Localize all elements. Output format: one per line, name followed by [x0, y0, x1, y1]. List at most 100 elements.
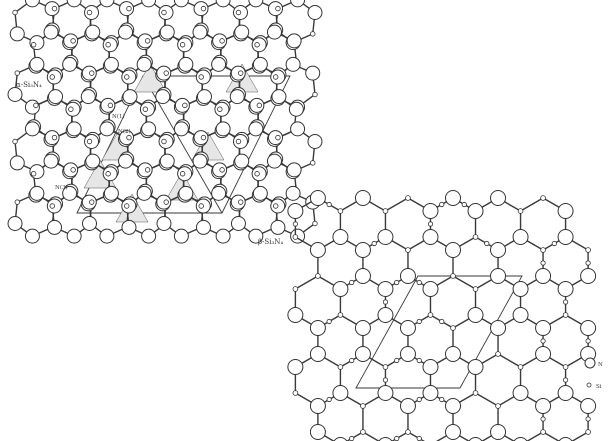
beta-n-atom: [512, 281, 529, 297]
beta-structure-label: β-Si₃N₄: [258, 238, 283, 246]
alpha-si-atom: [144, 38, 151, 44]
legend-n-atom-symbol: [584, 357, 596, 369]
beta-n-atom: [399, 346, 416, 362]
alpha-n-atom: [211, 56, 227, 72]
alpha-n-atom: [66, 121, 82, 137]
alpha-si-atom: [198, 203, 204, 209]
alpha-si-atom: [12, 138, 18, 145]
beta-n-atom: [557, 203, 574, 219]
beta-n-atom: [512, 385, 529, 401]
alpha-si-atom: [86, 138, 93, 145]
beta-n-atom: [557, 281, 574, 297]
alpha-n-atom: [7, 86, 23, 102]
alpha-n-atom: [288, 101, 304, 117]
alpha-n-atom: [252, 185, 268, 201]
alpha-si-atom: [107, 102, 114, 109]
beta-si-atom: [540, 338, 546, 344]
beta-n-atom: [580, 398, 597, 414]
beta-si-atom: [382, 208, 389, 214]
alpha-n-atom: [286, 162, 302, 178]
beta-n-atom: [422, 281, 439, 297]
beta-si-atom: [326, 318, 332, 325]
alpha-si-atom: [275, 134, 281, 141]
beta-bond: [362, 431, 380, 441]
beta-si-atom: [349, 357, 355, 364]
alpha-si-atom: [51, 134, 58, 141]
alpha-si-atom: [163, 199, 169, 205]
beta-bond: [452, 275, 477, 290]
alpha-si-atom: [219, 38, 225, 44]
beta-n-atom: [512, 229, 529, 245]
beta-n-atom: [490, 190, 507, 206]
alpha-si-atom: [86, 9, 93, 16]
beta-n-atom: [287, 203, 304, 219]
beta-si-atom: [326, 396, 332, 403]
beta-n-atom: [399, 320, 416, 336]
beta-n-atom: [354, 268, 371, 284]
alpha-n-atom: [173, 228, 189, 244]
alpha-n-atom: [24, 121, 40, 137]
site-label-n2: N(2): [118, 128, 131, 135]
alpha-si-atom: [89, 199, 95, 205]
alpha-n-atom: [7, 215, 23, 231]
alpha-si-atom: [161, 9, 167, 16]
alpha-n-atom: [286, 33, 302, 49]
alpha-n-atom: [118, 153, 134, 169]
alpha-n-atom: [136, 185, 152, 201]
beta-si-atom: [439, 396, 445, 403]
alpha-n-atom: [24, 228, 40, 244]
beta-si-atom: [349, 435, 355, 441]
alpha-n-atom: [173, 0, 189, 8]
beta-n-atom: [445, 242, 461, 258]
beta-n-atom: [354, 320, 371, 336]
beta-n-atom: [512, 307, 529, 323]
beta-n-atom: [309, 424, 326, 440]
alpha-n-atom: [234, 24, 250, 40]
alpha-si-atom: [68, 106, 74, 112]
alpha-n-atom: [307, 134, 323, 150]
alpha-n-atom: [178, 185, 194, 201]
beta-si-atom: [337, 312, 344, 318]
alpha-si-atom: [272, 203, 279, 209]
alpha-n-atom: [178, 56, 194, 72]
beta-n-atom: [333, 437, 348, 441]
alpha-n-atom: [122, 89, 138, 105]
beta-n-atom: [377, 281, 394, 297]
alpha-n-atom: [141, 121, 157, 137]
alpha-n-atom: [266, 24, 282, 40]
beta-si-atom: [585, 429, 591, 435]
beta-n-atom: [535, 268, 552, 284]
alpha-si-atom: [89, 70, 95, 76]
beta-n-atom: [354, 190, 371, 206]
alpha-n-atom: [215, 0, 231, 8]
alpha-structure-label: α-Si₃N₄: [16, 81, 42, 89]
alpha-n-atom: [234, 153, 250, 169]
beta-n-atom: [377, 307, 394, 323]
beta-n-atom: [490, 320, 507, 336]
alpha-si-atom: [126, 5, 132, 12]
beta-n-atom: [558, 437, 573, 441]
alpha-si-atom: [217, 106, 223, 112]
beta-n-atom: [309, 190, 326, 206]
beta-si-atom: [416, 318, 422, 325]
alpha-n-atom: [248, 228, 264, 244]
alpha-si-atom: [30, 171, 37, 177]
alpha-si-atom: [49, 203, 55, 209]
alpha-si-atom: [182, 102, 188, 109]
alpha-n-atom: [305, 65, 321, 81]
alpha-n-atom: [266, 153, 282, 169]
alpha-si-atom: [161, 138, 167, 145]
alpha-si-atom: [124, 203, 130, 209]
alpha-n-atom: [192, 24, 208, 40]
alpha-n-atom: [156, 215, 172, 231]
beta-si-atom: [484, 240, 490, 247]
beta-si-atom: [517, 364, 524, 370]
alpha-si-atom: [235, 138, 242, 145]
beta-si-atom: [540, 260, 546, 266]
beta-si-atom: [394, 435, 400, 441]
alpha-si-atom: [163, 70, 169, 76]
alpha-si-atom: [256, 102, 263, 109]
beta-n-atom: [557, 385, 574, 401]
alpha-si-atom: [310, 160, 316, 166]
beta-si-atom: [562, 299, 569, 305]
